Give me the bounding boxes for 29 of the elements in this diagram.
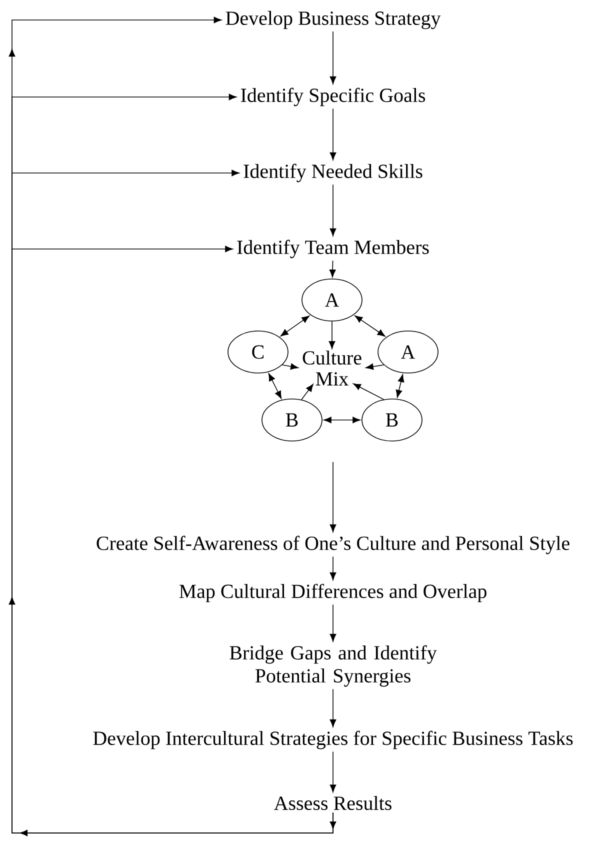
step-text: Identify Specific Goals <box>240 88 426 106</box>
step-text: Create Self-Awareness of One’s Culture and Personal Style <box>96 536 570 554</box>
arrow <box>324 416 360 424</box>
step-text: Identify Needed Skills <box>244 164 422 182</box>
step-text: Assess Results <box>274 796 392 810</box>
arrow <box>396 374 404 398</box>
arrow <box>330 462 336 532</box>
arrow <box>330 31 336 84</box>
arrow <box>330 108 336 160</box>
arrow <box>280 316 310 336</box>
arrow <box>354 315 386 337</box>
step-text: Identify Team Members <box>237 240 429 258</box>
arrow <box>330 751 336 792</box>
arrow <box>328 321 336 349</box>
step-text: Develop Intercultural Strategies for Specific Business Tasks <box>93 730 573 750</box>
arrow <box>330 184 336 236</box>
center-text: Culture Mix <box>302 350 362 386</box>
step-text: Bridge Gaps and Identify Potential Synergies <box>230 645 437 687</box>
arrow <box>330 604 336 642</box>
arrow <box>282 363 298 370</box>
arrow <box>330 688 336 728</box>
arrow <box>366 364 384 370</box>
arrow <box>330 556 336 580</box>
arrow <box>268 373 282 399</box>
arrow <box>301 384 314 400</box>
step-text: Develop Business Strategy <box>226 10 441 30</box>
step-text: Map Cultural Differences and Overlap <box>179 584 486 602</box>
arrow <box>329 260 336 278</box>
arrow <box>353 383 384 400</box>
